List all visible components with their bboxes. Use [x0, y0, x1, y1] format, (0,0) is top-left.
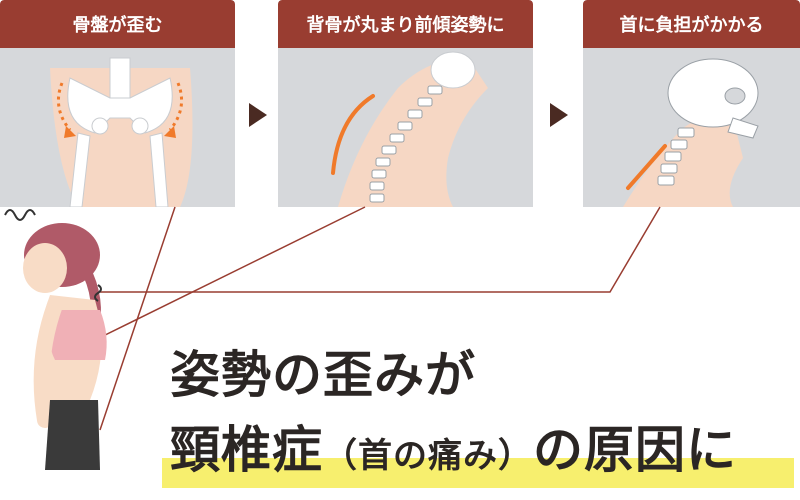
- panel-title: 骨盤が歪む: [0, 0, 235, 48]
- woman-illustration: [4, 209, 107, 470]
- pelvis-illustration: [50, 57, 193, 207]
- headline-end: の原因に: [533, 421, 737, 479]
- spine-illustration: [331, 51, 488, 207]
- headline-paren: （首の痛み）: [323, 436, 533, 476]
- arrow-right-icon: [249, 103, 267, 127]
- text-highlight: [162, 458, 794, 488]
- headline-line1: 姿勢の歪みが: [170, 346, 476, 404]
- panel-spine: 背骨が丸まり前傾姿勢に: [278, 0, 533, 207]
- neck-illustration: [623, 58, 759, 207]
- headline-line2: 頸椎症（首の痛み）の原因に: [170, 410, 737, 482]
- headline-main: 頸椎症: [170, 421, 323, 479]
- panel-title: 背骨が丸まり前傾姿勢に: [278, 0, 533, 48]
- panel-title: 首に負担がかかる: [583, 0, 800, 48]
- panel-neck: 首に負担がかかる: [583, 0, 800, 207]
- panel-pelvis: 骨盤が歪む: [0, 0, 235, 207]
- arrow-right-icon: [550, 103, 568, 127]
